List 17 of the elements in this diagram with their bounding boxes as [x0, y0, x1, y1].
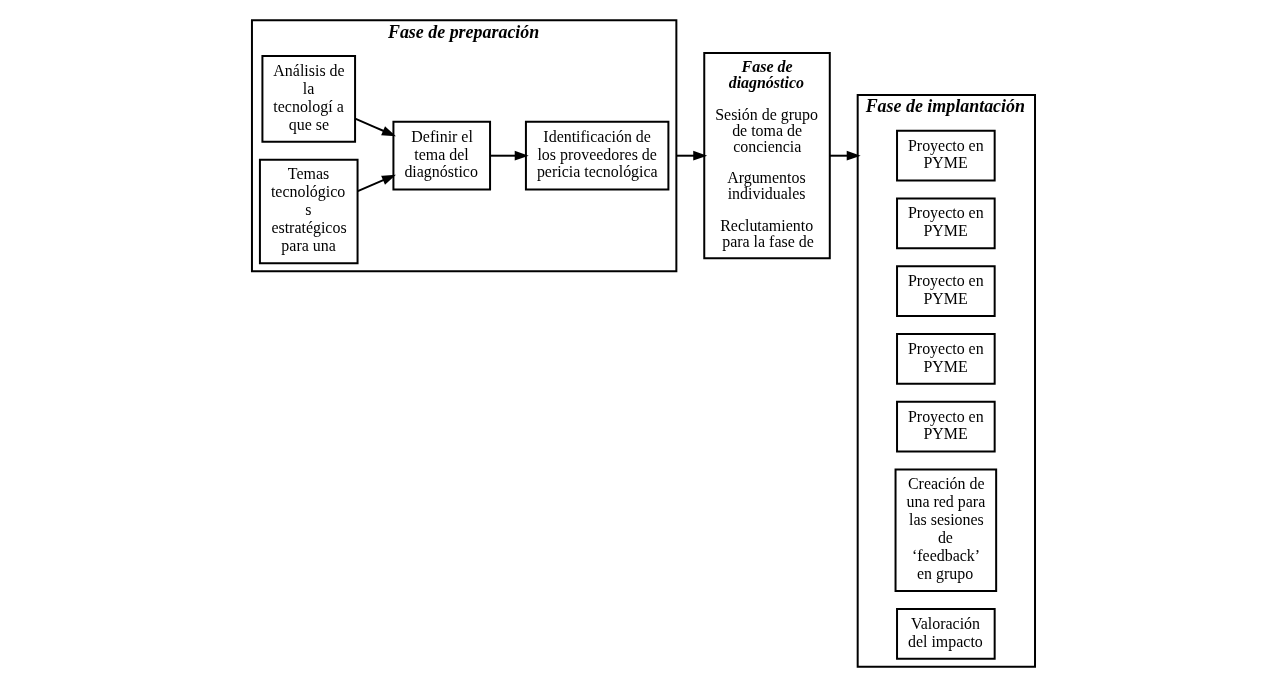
node-box: Análisis de la tecnologí a que se [260, 55, 356, 143]
node-box: Proyecto en PYME [895, 400, 996, 453]
node-box: Proyecto en PYME [895, 333, 996, 385]
node-box: Proyecto en PYME [895, 129, 996, 182]
arrow [488, 150, 529, 161]
arrow [674, 150, 707, 161]
node-box: Identificación de los proveedores de pericia tecnológica [524, 120, 669, 191]
node-box: Valoración del impacto [895, 608, 996, 660]
arrow [353, 117, 396, 137]
node-box: Proyecto en PYME [895, 197, 996, 250]
node-box: Proyecto en PYME [895, 265, 996, 318]
arrow [828, 150, 861, 161]
node-box: Creación de una red para las sesiones de ‘feedback’ en grupo [894, 468, 997, 593]
node-box: Definir el tema del diagnóstico [391, 120, 491, 191]
arrow [356, 174, 396, 193]
node-box: Temas tecnológico s estratégicos para una [258, 158, 359, 265]
node-box: Fase de diagnóstico Sesión de grupo de toma de conciencia Argumentos individuales Reclutamiento para la fase de [702, 52, 831, 260]
